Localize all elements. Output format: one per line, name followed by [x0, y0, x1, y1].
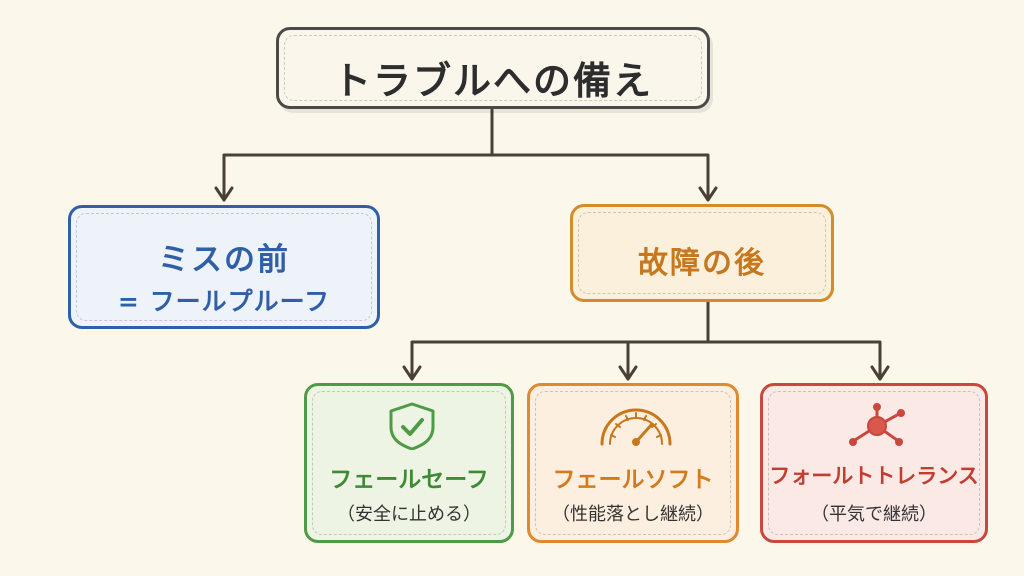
network-nodes-icon: [763, 400, 985, 450]
root-node: トラブルへの備え: [276, 27, 710, 109]
failsoft-node: フェールソフト （性能落とし継続）: [527, 383, 739, 543]
fault-tolerance-label: フォールトトレランス: [769, 464, 979, 488]
after-failure-node: 故障の後: [570, 204, 834, 302]
fault-tolerance-description: （平気で継続）: [811, 504, 937, 525]
foolproof-label: = フールプルーフ: [117, 287, 331, 316]
root-title: トラブルへの備え: [332, 59, 653, 103]
after-failure-title: 故障の後: [638, 246, 766, 281]
failsafe-label: フェールセーフ: [329, 467, 489, 493]
failsoft-description: （性能落とし継続）: [552, 504, 714, 525]
before-mistake-title: ミスの前: [158, 242, 290, 278]
failsafe-description: （安全に止める）: [337, 504, 481, 525]
before-mistake-node: ミスの前 = フールプルーフ: [68, 205, 380, 329]
failsoft-label: フェールソフト: [552, 467, 714, 493]
failsafe-node: フェールセーフ （安全に止める）: [304, 383, 514, 543]
speedometer-icon: [530, 400, 736, 450]
shield-check-icon: [307, 400, 511, 450]
fault-tolerance-node: フォールトトレランス （平気で継続）: [760, 383, 988, 543]
